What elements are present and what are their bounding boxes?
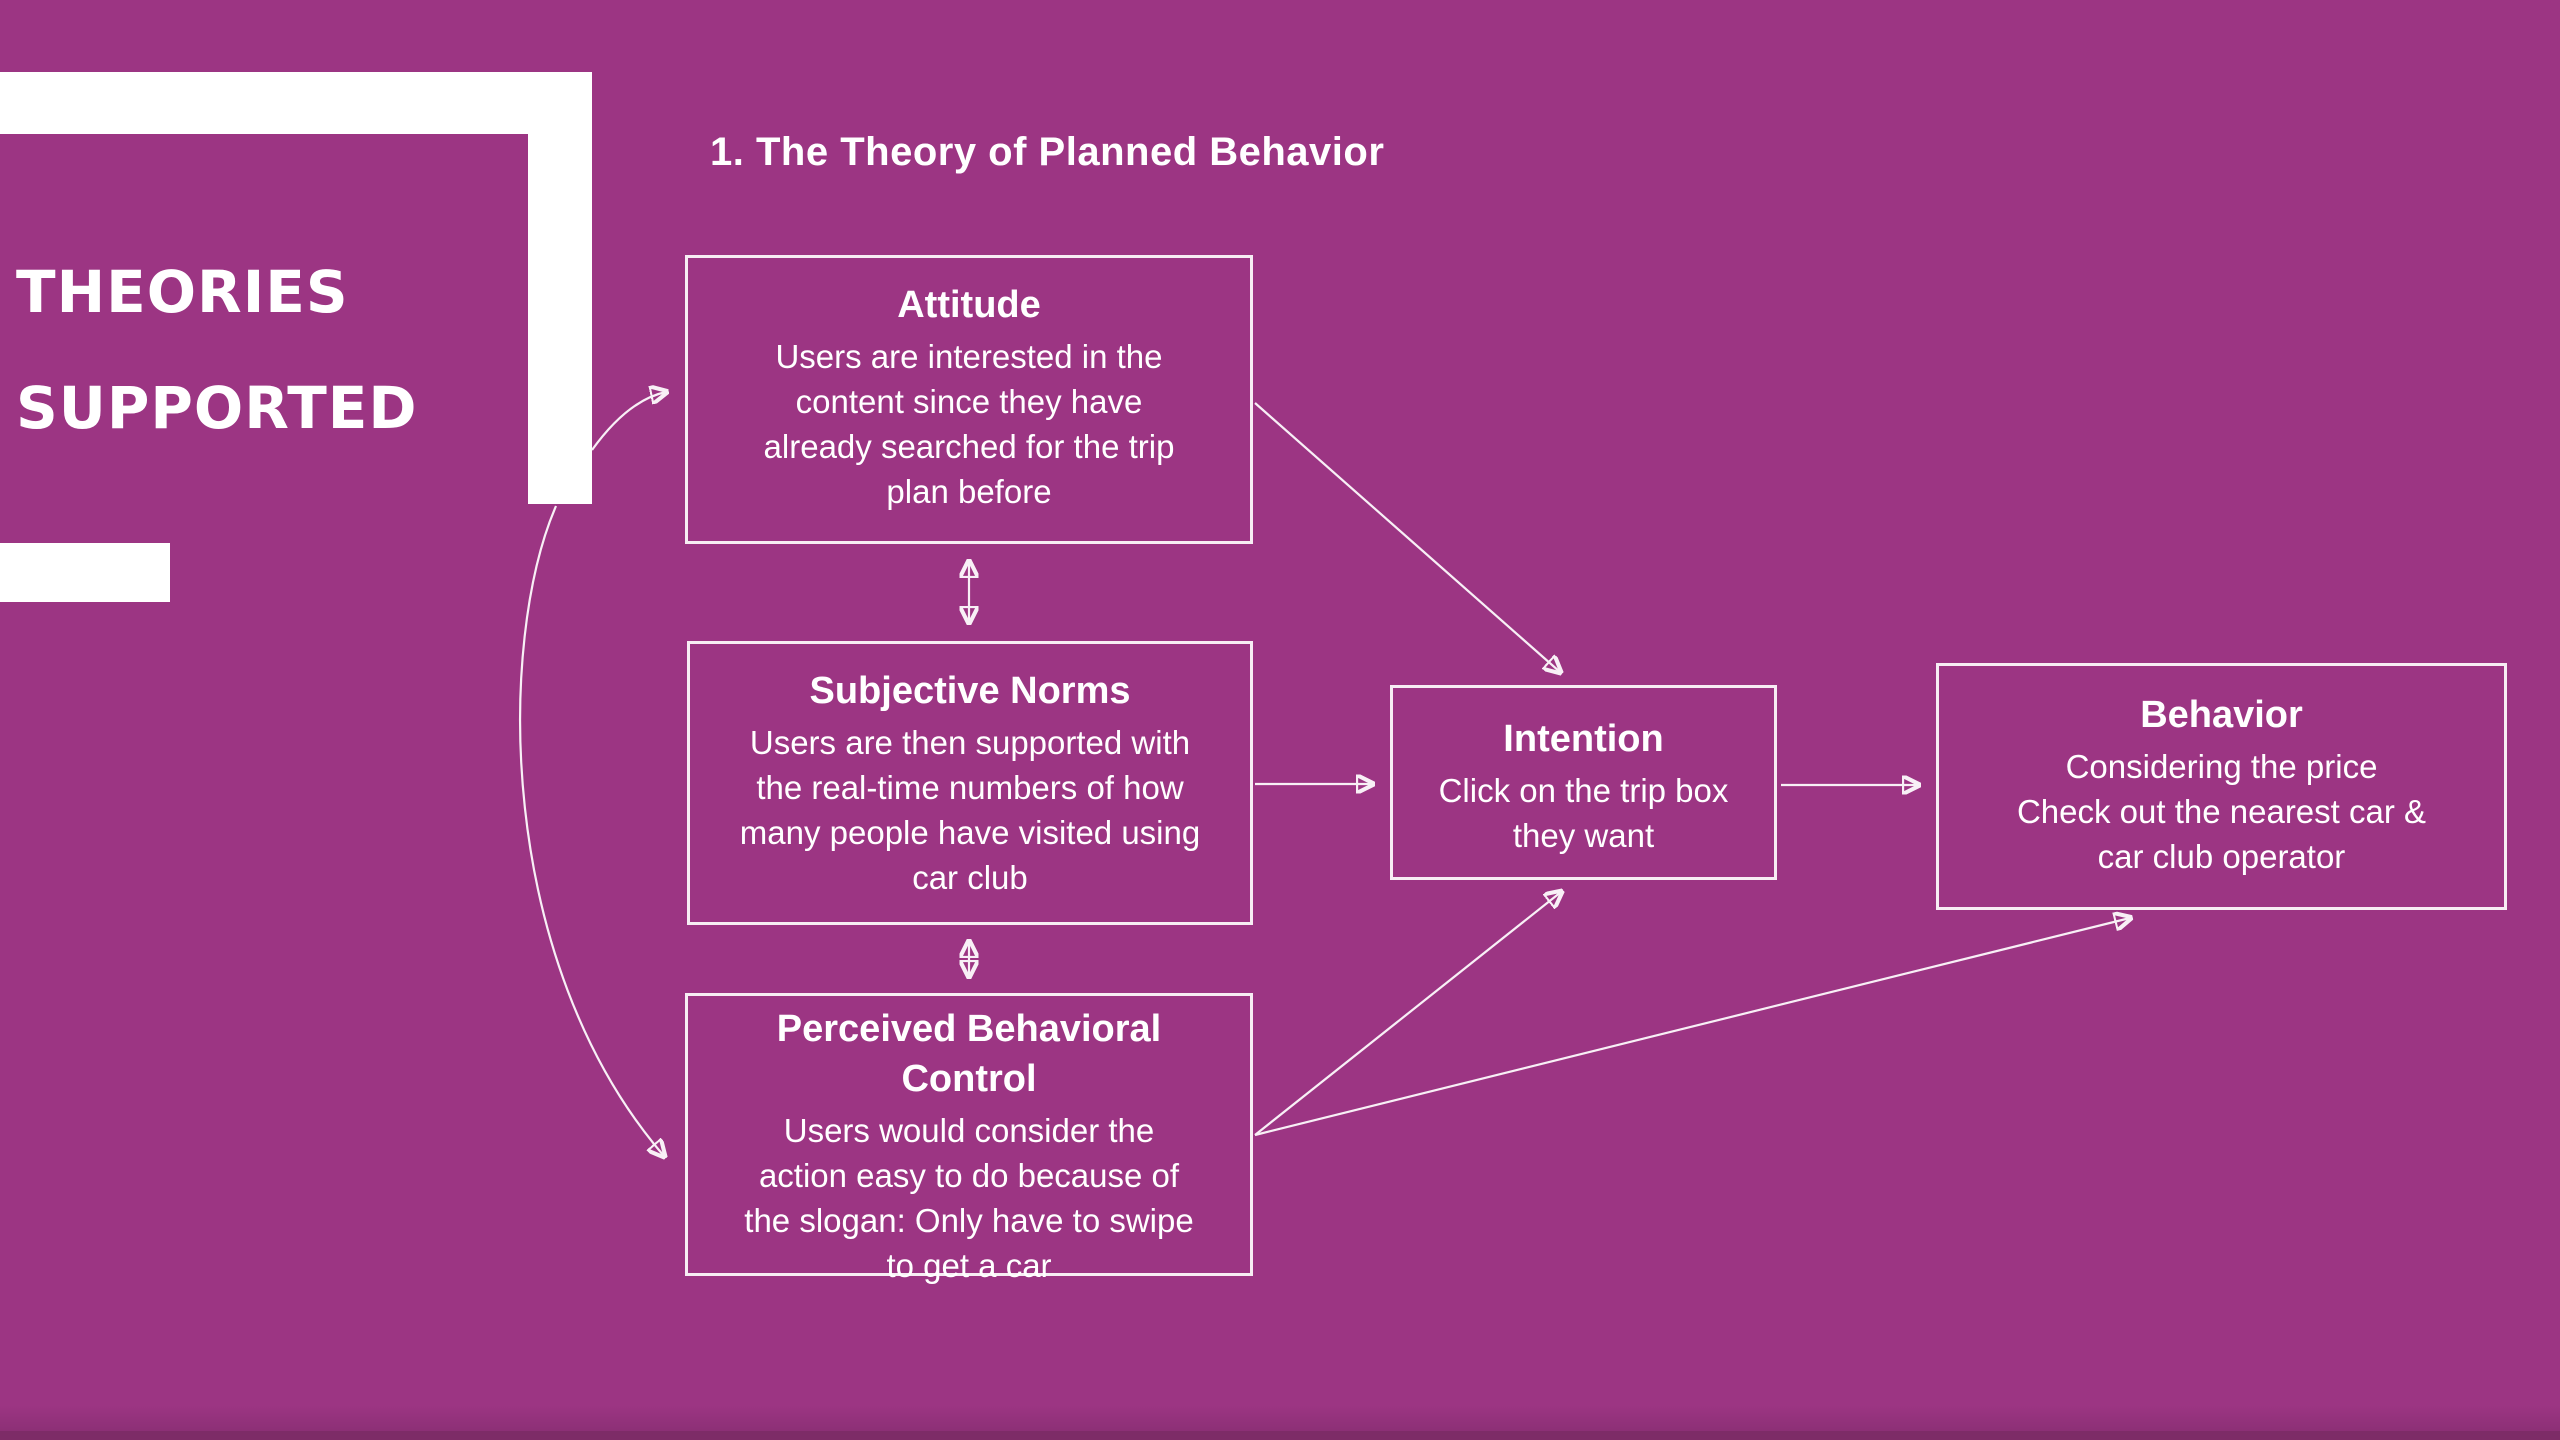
bracket-bottom-tab bbox=[0, 543, 170, 602]
bottom-fade bbox=[0, 1405, 2560, 1431]
node-behavior: Behavior Considering the price Check out… bbox=[1936, 663, 2507, 910]
connector-bracket-attitude bbox=[591, 392, 666, 451]
bracket-horizontal-bar bbox=[0, 72, 592, 134]
node-behavior-heading: Behavior bbox=[2140, 694, 2303, 736]
node-attitude-heading: Attitude bbox=[897, 284, 1041, 326]
node-pbc-body: Users would consider the action easy to … bbox=[744, 1112, 1194, 1284]
node-intention: Intention Click on the trip box they wan… bbox=[1390, 685, 1777, 880]
node-behavior-body: Considering the price Check out the near… bbox=[2016, 748, 2427, 875]
node-subjective-norms-heading: Subjective Norms bbox=[809, 670, 1131, 712]
node-subjective-norms: Subjective Norms Users are then supporte… bbox=[687, 641, 1253, 925]
theories-supported-headline: THEORIES SUPPORTED bbox=[16, 258, 418, 442]
node-subjective-norms-body: Users are then supported with the real-t… bbox=[739, 724, 1201, 896]
node-attitude: Attitude Users are interested in the con… bbox=[685, 255, 1253, 544]
connector-attitude-intention bbox=[1254, 402, 1560, 672]
node-intention-body: Click on the trip box they want bbox=[1438, 772, 1729, 854]
connector-pbc-behavior bbox=[1254, 918, 2130, 1137]
connector-bracket-pbc bbox=[519, 505, 664, 1156]
node-pbc-heading: Perceived Behavioral Control bbox=[776, 1008, 1162, 1100]
slide-title: 1. The Theory of Planned Behavior bbox=[710, 130, 1385, 174]
node-intention-heading: Intention bbox=[1503, 718, 1664, 760]
node-attitude-body: Users are interested in the content sinc… bbox=[763, 338, 1175, 510]
node-perceived-behavioral-control: Perceived Behavioral Control Users would… bbox=[685, 993, 1253, 1284]
connector-pbc-intention bbox=[1254, 892, 1561, 1136]
bottom-strip bbox=[0, 1431, 2560, 1440]
bracket-vertical-bar bbox=[528, 72, 592, 504]
